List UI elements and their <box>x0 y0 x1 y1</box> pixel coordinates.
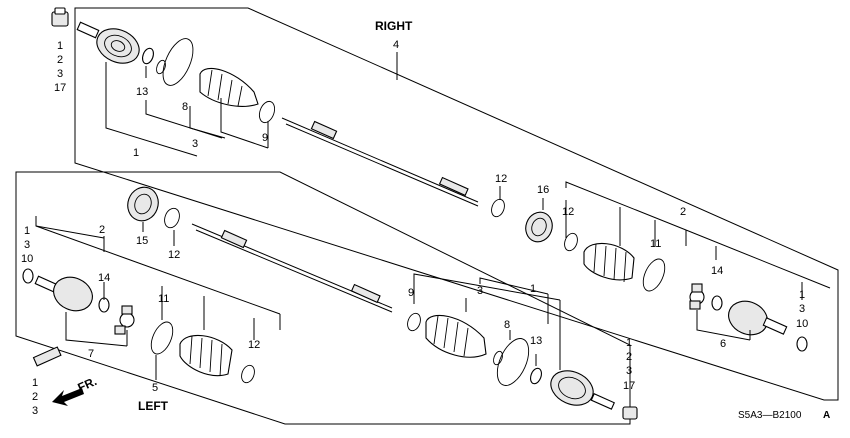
left-inner-boot-icon <box>179 334 233 377</box>
callout-left-2: 2 <box>99 224 105 236</box>
callout-ri-10: 10 <box>796 318 808 330</box>
callout-lnut-17: 17 <box>623 380 635 392</box>
left-spindle-nut-icon <box>622 406 638 420</box>
left-band-12b-icon <box>241 364 255 384</box>
right-assembly-frame <box>74 7 839 401</box>
stop-ring-left-icon <box>98 297 110 313</box>
callout-nut-2: 2 <box>57 54 63 66</box>
left-inner-brackets <box>35 216 281 347</box>
callout-left-3b: 3 <box>477 285 483 297</box>
callout-ri-16: 16 <box>537 184 549 196</box>
right-nut-callouts: 1 2 3 17 <box>54 40 66 94</box>
outer-boot-icon <box>199 67 259 107</box>
diagram-code-suffix: A <box>823 410 830 421</box>
callout-ri-1: 1 <box>799 289 805 301</box>
callout-left-12a: 12 <box>168 249 180 261</box>
left-band-12-icon <box>164 207 180 229</box>
callout-right-9: 9 <box>262 132 268 144</box>
left-band-11-icon <box>150 321 174 355</box>
left-driveshaft-icon <box>191 223 393 313</box>
callout-ri-2: 2 <box>680 206 686 218</box>
outer-cv-joint-icon <box>76 21 140 64</box>
left-shaft-number: 5 <box>152 382 158 394</box>
left-snap-ring-icon <box>530 367 542 385</box>
right-title: RIGHT <box>375 19 413 33</box>
callout-nut-3: 3 <box>57 68 63 80</box>
callout-right-3: 3 <box>192 138 198 150</box>
callout-left-11: 11 <box>158 293 169 305</box>
callout-left-15: 15 <box>136 235 148 247</box>
boot-band-icon <box>156 38 194 86</box>
callout-right-1: 1 <box>133 147 139 159</box>
callout-grease-2: 2 <box>32 391 38 403</box>
front-arrow-label: FR. <box>76 374 99 395</box>
callout-ri-6: 6 <box>720 338 726 350</box>
left-outer-boot-icon <box>425 314 487 358</box>
right-inner-brackets <box>565 181 831 341</box>
callout-lnut-3: 3 <box>626 365 632 377</box>
inner-cv-joint-icon <box>728 300 788 336</box>
left-tripod-icon <box>114 305 135 335</box>
left-damper-icon <box>127 186 159 222</box>
left-band-9-icon <box>407 312 421 332</box>
callout-ri-12b: 12 <box>562 206 574 218</box>
right-assembly-brackets <box>105 62 269 157</box>
callout-left-8: 8 <box>504 319 510 331</box>
front-arrow-icon <box>52 388 84 406</box>
left-band-8-icon <box>493 338 530 386</box>
callout-lnut-1: 1 <box>626 337 632 349</box>
left-outer-cv-joint-icon <box>550 370 615 410</box>
callout-grease-1: 1 <box>32 377 38 389</box>
stop-ring-14-icon <box>711 295 723 311</box>
set-ring-left-icon <box>22 268 34 284</box>
callout-left-14: 14 <box>98 272 110 284</box>
set-ring-10-icon <box>796 336 808 352</box>
callout-nut-17: 17 <box>54 82 66 94</box>
callout-left-10: 10 <box>21 253 33 265</box>
left-outer-brackets <box>413 273 561 370</box>
callout-left-1: 1 <box>24 225 30 237</box>
dynamic-damper-icon <box>525 211 553 243</box>
boot-band-11-icon <box>642 258 666 292</box>
left-title: LEFT <box>138 399 169 413</box>
callout-ri-14: 14 <box>711 265 723 277</box>
callout-left-3: 3 <box>24 239 30 251</box>
callout-left-13: 13 <box>530 335 542 347</box>
right-shaft-number: 4 <box>393 39 399 51</box>
spindle-nut-icon <box>51 7 69 27</box>
snap-ring-icon <box>142 47 154 65</box>
callout-right-13: 13 <box>136 86 148 98</box>
left-assembly-frame <box>15 171 631 425</box>
callout-left-1b: 1 <box>530 283 536 295</box>
callout-ri-3: 3 <box>799 303 805 315</box>
grease-tube-icon <box>32 346 62 367</box>
callout-left-9: 9 <box>408 287 414 299</box>
callout-left-7: 7 <box>88 348 94 360</box>
boot-band-small-icon <box>258 100 276 124</box>
tripod-joint-icon <box>689 283 705 310</box>
callout-ri-12a: 12 <box>495 173 507 185</box>
left-inner-cv-joint-icon <box>34 275 93 312</box>
boot-band-12b-icon <box>564 232 578 252</box>
boot-band-12-icon <box>491 198 505 218</box>
diagram-code: S5A3—B2100 <box>738 410 802 421</box>
right-driveshaft-icon <box>281 117 479 207</box>
callout-lnut-2: 2 <box>626 351 632 363</box>
callout-grease-3: 3 <box>32 405 38 417</box>
callout-left-12b: 12 <box>248 339 260 351</box>
inner-boot-icon <box>583 242 635 283</box>
callout-nut-1: 1 <box>57 40 63 52</box>
callout-right-8: 8 <box>182 101 188 113</box>
callout-ri-11: 11 <box>650 238 661 250</box>
